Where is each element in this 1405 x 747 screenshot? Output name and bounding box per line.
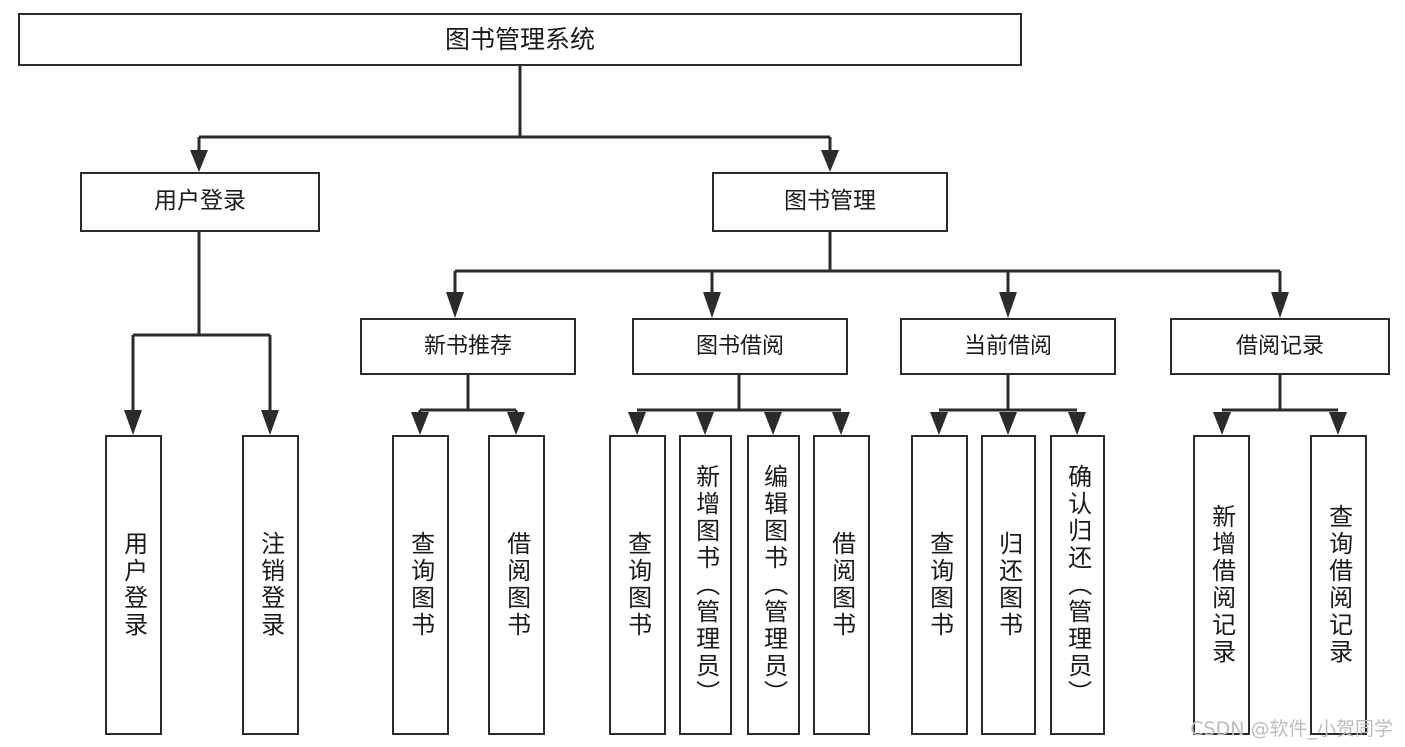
node-user-login[interactable]: 用户登录 bbox=[80, 172, 320, 232]
node-new-book-recommend-label: 新书推荐 bbox=[423, 333, 512, 359]
leaf-current-query-book[interactable]: 查询图书 bbox=[911, 435, 968, 735]
leaf-borrow-borrow-book-label: 借阅图书 bbox=[827, 531, 856, 639]
node-borrow-record-label: 借阅记录 bbox=[1235, 333, 1324, 359]
node-new-book-recommend[interactable]: 新书推荐 bbox=[360, 318, 576, 375]
arrowhead-bm-c1 bbox=[446, 292, 464, 318]
leaf-record-add[interactable]: 新增借阅记录 bbox=[1193, 435, 1250, 735]
leaf-borrow-borrow-book[interactable]: 借阅图书 bbox=[813, 435, 870, 735]
node-user-login-label: 用户登录 bbox=[154, 188, 246, 215]
node-root-label: 图书管理系统 bbox=[444, 24, 595, 54]
leaf-new-book-query-label: 查询图书 bbox=[406, 531, 435, 639]
node-book-borrow[interactable]: 图书借阅 bbox=[632, 318, 848, 375]
arrowhead-borrow-c4 bbox=[832, 412, 850, 435]
arrowhead-record-c2 bbox=[1329, 412, 1347, 435]
leaf-current-return-book[interactable]: 归还图书 bbox=[981, 435, 1036, 735]
leaf-borrow-add-book-label: 新增图书（管理员） bbox=[691, 463, 720, 707]
arrowhead-borrow-c2 bbox=[696, 412, 714, 435]
leaf-new-book-borrow[interactable]: 借阅图书 bbox=[488, 435, 545, 735]
node-current-borrow[interactable]: 当前借阅 bbox=[900, 318, 1116, 375]
node-book-borrow-label: 图书借阅 bbox=[695, 333, 784, 359]
arrowhead-newbook-c1 bbox=[411, 412, 429, 435]
leaf-user-login-logout-label: 注销登录 bbox=[256, 531, 285, 639]
leaf-current-confirm-return[interactable]: 确认归还（管理员） bbox=[1050, 435, 1105, 735]
leaf-record-query[interactable]: 查询借阅记录 bbox=[1310, 435, 1367, 735]
arrowhead-borrow-c3 bbox=[764, 412, 782, 435]
arrowhead-userlogin-c1 bbox=[124, 410, 142, 435]
arrowhead-current-c2 bbox=[999, 412, 1017, 435]
arrowhead-user-login bbox=[190, 150, 208, 172]
leaf-user-login-logout[interactable]: 注销登录 bbox=[242, 435, 299, 735]
watermark: CSDN @软件_小贺同学 bbox=[1190, 718, 1393, 740]
leaf-record-add-label: 新增借阅记录 bbox=[1207, 504, 1236, 666]
arrowhead-bm-c3 bbox=[999, 292, 1017, 318]
arrowhead-record-c1 bbox=[1213, 412, 1231, 435]
leaf-current-return-book-label: 归还图书 bbox=[994, 531, 1023, 639]
node-book-manage-label: 图书管理 bbox=[784, 188, 876, 215]
leaf-borrow-query-book[interactable]: 查询图书 bbox=[609, 435, 666, 735]
arrowhead-current-c3 bbox=[1068, 412, 1086, 435]
leaf-user-login-login[interactable]: 用户登录 bbox=[105, 435, 162, 735]
arrowhead-userlogin-c2 bbox=[261, 410, 279, 435]
leaf-borrow-add-book[interactable]: 新增图书（管理员） bbox=[679, 435, 732, 735]
leaf-new-book-query[interactable]: 查询图书 bbox=[392, 435, 449, 735]
arrowhead-current-c1 bbox=[930, 412, 948, 435]
leaf-borrow-edit-book-label: 编辑图书（管理员） bbox=[759, 463, 788, 707]
leaf-record-query-label: 查询借阅记录 bbox=[1324, 504, 1353, 666]
leaf-borrow-edit-book[interactable]: 编辑图书（管理员） bbox=[747, 435, 800, 735]
node-borrow-record[interactable]: 借阅记录 bbox=[1170, 318, 1390, 375]
arrowhead-borrow-c1 bbox=[628, 412, 646, 435]
node-root[interactable]: 图书管理系统 bbox=[18, 13, 1022, 66]
leaf-user-login-login-label: 用户登录 bbox=[119, 531, 148, 639]
arrowhead-newbook-c2 bbox=[507, 412, 525, 435]
arrowhead-book-manage bbox=[821, 150, 839, 172]
node-book-manage[interactable]: 图书管理 bbox=[712, 172, 948, 232]
leaf-current-query-book-label: 查询图书 bbox=[925, 531, 954, 639]
leaf-borrow-query-book-label: 查询图书 bbox=[623, 531, 652, 639]
arrowhead-bm-c2 bbox=[703, 292, 721, 318]
node-current-borrow-label: 当前借阅 bbox=[963, 333, 1052, 359]
leaf-current-confirm-return-label: 确认归还（管理员） bbox=[1063, 463, 1092, 707]
leaf-new-book-borrow-label: 借阅图书 bbox=[502, 531, 531, 639]
arrowhead-bm-c4 bbox=[1271, 292, 1289, 318]
